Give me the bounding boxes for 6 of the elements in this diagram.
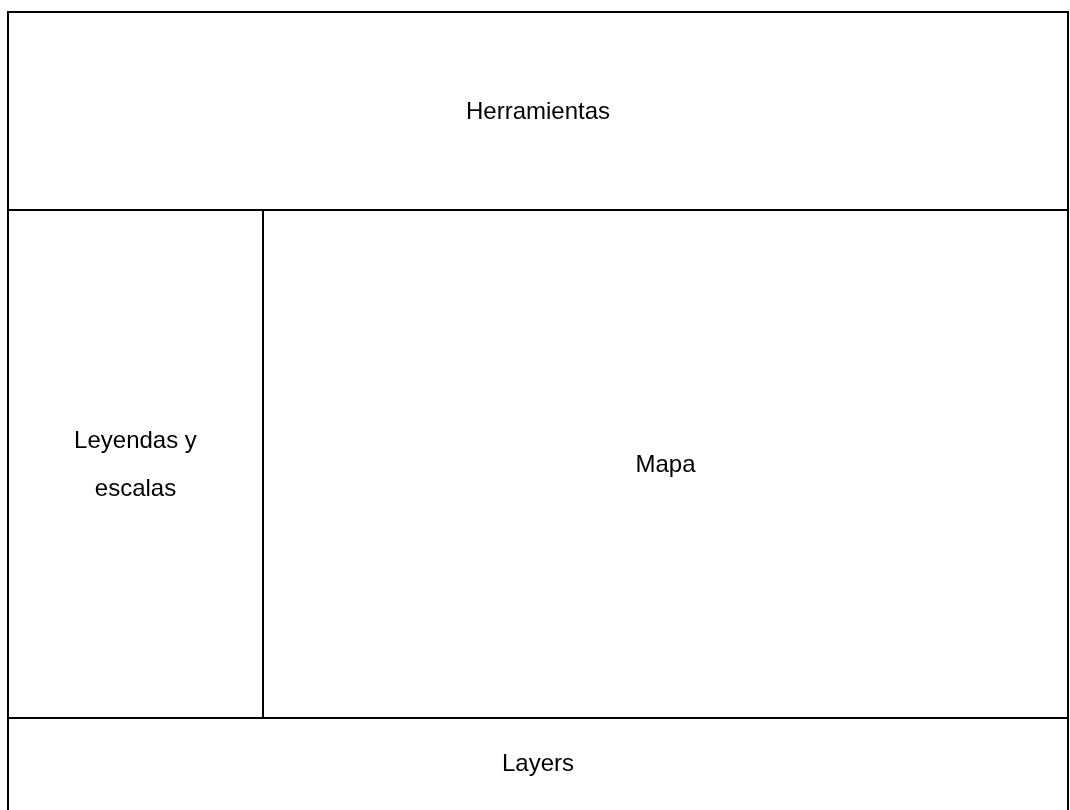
panel-box bbox=[7, 11, 1069, 211]
panel-label: Herramientas bbox=[465, 96, 610, 126]
panel-label: Layers bbox=[501, 748, 574, 778]
panel-label: Leyendas y escalas bbox=[73, 425, 198, 503]
panel-label: Mapa bbox=[635, 449, 696, 479]
panel-box bbox=[7, 717, 1069, 810]
